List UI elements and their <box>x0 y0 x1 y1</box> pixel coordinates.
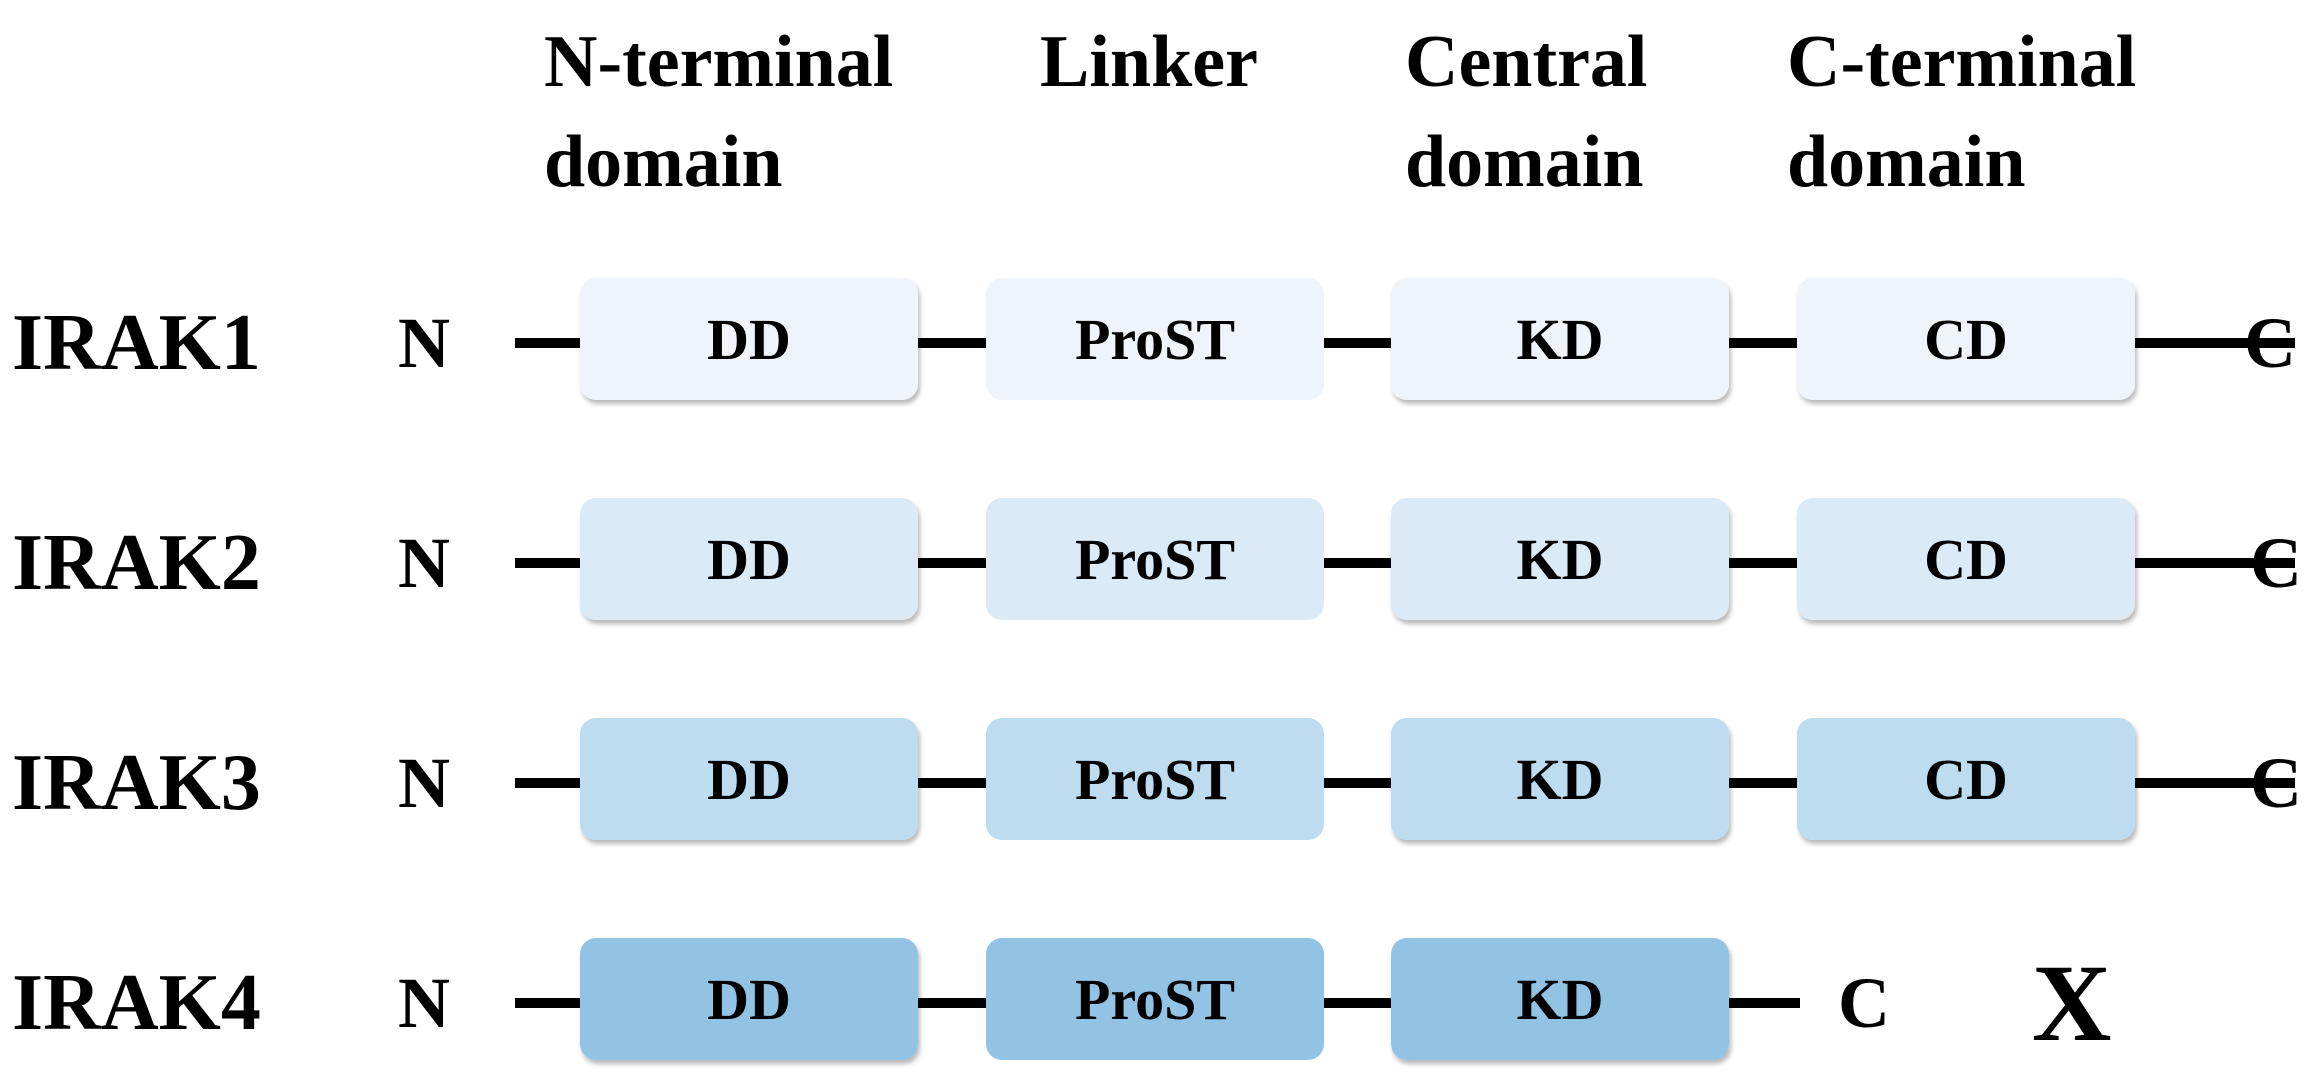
header-line: Linker <box>1040 21 1258 103</box>
domain-label: DD <box>707 526 791 592</box>
protein-row-irak2: IRAK2 N DD ProST KD CD C <box>0 498 2320 628</box>
n-terminus-label: N <box>398 743 450 823</box>
header-c-terminal-domain: C-terminal domain <box>1787 12 2136 212</box>
protein-row-irak1: IRAK1 N DD ProST KD CD C <box>0 278 2320 408</box>
domain-label: CD <box>1924 746 2008 812</box>
header-linker: Linker <box>1040 12 1258 112</box>
kd-domain-box: KD <box>1391 278 1729 400</box>
prost-domain-box: ProST <box>986 718 1324 840</box>
protein-name: IRAK1 <box>12 299 261 387</box>
domain-label: DD <box>707 306 791 372</box>
n-terminus-label: N <box>398 303 450 383</box>
cd-domain-box: CD <box>1797 718 2135 840</box>
domain-label: CD <box>1924 306 2008 372</box>
cd-domain-box: CD <box>1797 278 2135 400</box>
dd-domain-box: DD <box>580 278 918 400</box>
dd-domain-box: DD <box>580 718 918 840</box>
c-terminus-label: C <box>1838 963 1890 1043</box>
domain-label: ProST <box>1074 966 1236 1032</box>
dd-domain-box: DD <box>580 498 918 620</box>
domain-label: ProST <box>1074 306 1236 372</box>
c-terminus-label: C <box>2250 523 2302 603</box>
header-n-terminal-domain: N-terminal domain <box>544 12 893 212</box>
header-line: domain <box>1405 121 1644 203</box>
header-line: domain <box>1787 121 2026 203</box>
header-line: C-terminal <box>1787 21 2137 103</box>
kd-domain-box: KD <box>1391 718 1729 840</box>
header-line: N-terminal <box>544 21 894 103</box>
domain-label: KD <box>1516 526 1604 592</box>
dd-domain-box: DD <box>580 938 918 1060</box>
prost-domain-box: ProST <box>986 938 1324 1060</box>
c-terminus-label: C <box>2244 303 2296 383</box>
domain-label: CD <box>1924 526 2008 592</box>
prost-domain-box: ProST <box>986 498 1324 620</box>
prost-domain-box: ProST <box>986 278 1324 400</box>
domain-label: KD <box>1516 746 1604 812</box>
n-terminus-label: N <box>398 963 450 1043</box>
domain-label: KD <box>1516 306 1604 372</box>
domain-label: DD <box>707 746 791 812</box>
header-central-domain: Central domain <box>1405 12 1648 212</box>
protein-row-irak4: IRAK4 N DD ProST KD C X <box>0 938 2320 1068</box>
domain-label: ProST <box>1074 526 1236 592</box>
domain-label: DD <box>707 966 791 1032</box>
n-terminus-label: N <box>398 523 450 603</box>
kd-domain-box: KD <box>1391 938 1729 1060</box>
c-terminus-label: C <box>2250 743 2302 823</box>
domain-label: KD <box>1516 966 1604 1032</box>
cd-domain-box: CD <box>1797 498 2135 620</box>
protein-name: IRAK2 <box>12 519 261 607</box>
protein-name: IRAK3 <box>12 739 261 827</box>
domain-label: ProST <box>1074 746 1236 812</box>
protein-name: IRAK4 <box>12 959 261 1047</box>
header-line: Central <box>1405 21 1648 103</box>
header-line: domain <box>544 121 783 203</box>
protein-row-irak3: IRAK3 N DD ProST KD CD C <box>0 718 2320 848</box>
absent-cd-x-mark: X <box>2032 942 2112 1064</box>
kd-domain-box: KD <box>1391 498 1729 620</box>
